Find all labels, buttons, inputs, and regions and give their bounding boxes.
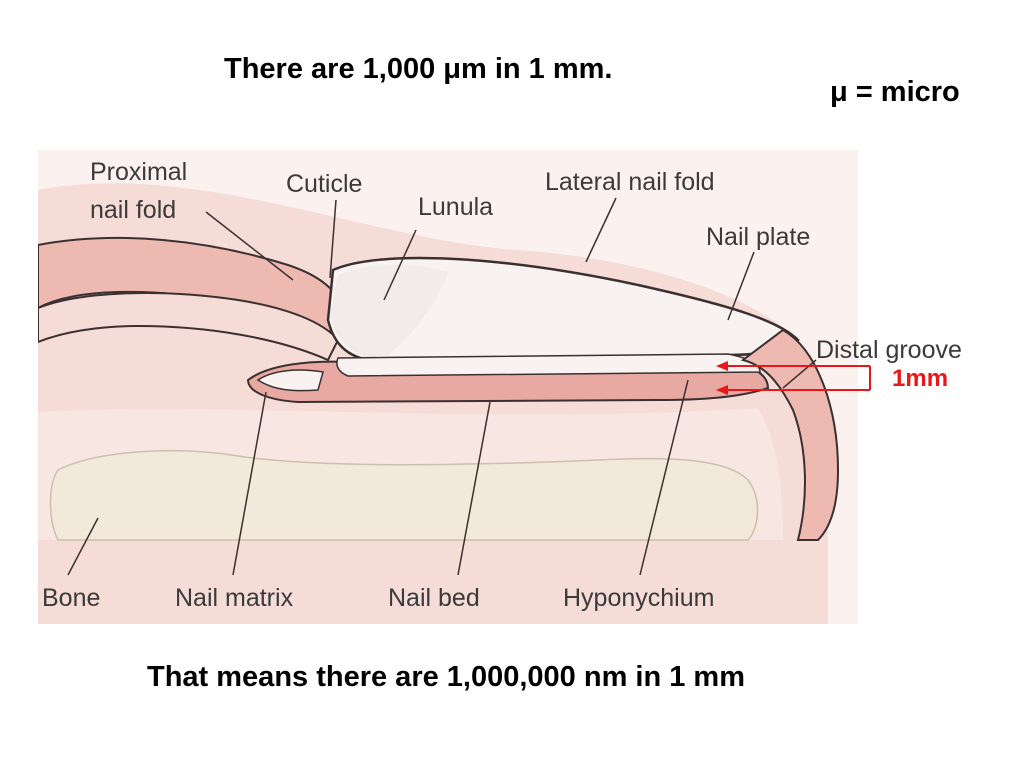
measure-arrowhead-bottom — [716, 385, 728, 395]
leader-lateral-fold — [585, 197, 617, 263]
leader-lines — [67, 197, 817, 576]
lunula-shape — [330, 264, 448, 358]
nail-anatomy-svg: Proximal nail fold Cuticle Lunula Latera… — [38, 150, 962, 624]
nail-anatomy-figure: Proximal nail fold Cuticle Lunula Latera… — [38, 150, 1004, 624]
label-lateral-nail-fold: Lateral nail fold — [545, 168, 715, 196]
nail-matrix-shape — [256, 369, 324, 392]
label-lunula: Lunula — [418, 193, 493, 221]
leader-lunula — [383, 229, 417, 301]
label-cuticle: Cuticle — [286, 170, 362, 198]
leader-bone — [67, 517, 99, 576]
micro-definition: μ = micro — [830, 76, 960, 108]
label-nail-bed: Nail bed — [388, 584, 480, 612]
leader-nail-bed — [457, 401, 491, 576]
measure-label: 1mm — [892, 365, 948, 392]
dorsal-skin-layer — [38, 292, 340, 362]
label-bone: Bone — [42, 584, 100, 612]
bone-shape — [49, 449, 759, 541]
label-nail-matrix: Nail matrix — [175, 584, 294, 612]
label-nail-plate: Nail plate — [706, 223, 810, 251]
label-distal-groove: Distal groove — [816, 336, 962, 364]
measure-arrowhead-top — [716, 361, 728, 371]
leader-hyponychium — [639, 379, 689, 576]
leader-proximal — [205, 211, 294, 281]
label-hyponychium: Hyponychium — [563, 584, 714, 612]
slide-conclusion: That means there are 1,000,000 nm in 1 m… — [147, 661, 745, 693]
measurement-annotation: 1mm — [716, 361, 948, 395]
label-proximal-line1: Proximal — [90, 158, 187, 186]
leader-distal-groove — [782, 359, 817, 389]
label-proximal-line2: nail fold — [90, 196, 176, 224]
slide-title: There are 1,000 μm in 1 mm. — [224, 53, 613, 85]
leader-nail-plate — [727, 251, 755, 321]
leader-nail-matrix — [232, 391, 267, 576]
leader-cuticle — [329, 199, 337, 279]
nail-underside-band — [336, 353, 761, 377]
